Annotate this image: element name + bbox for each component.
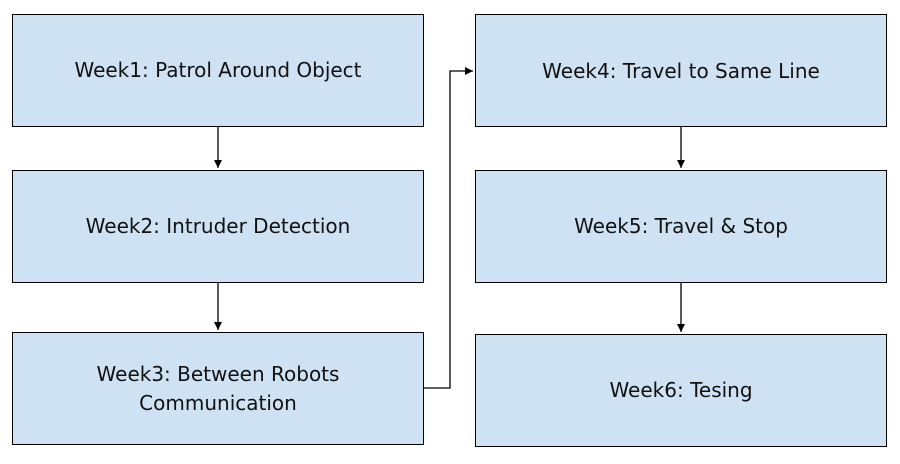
step-box-week5: Week5: Travel & Stop bbox=[475, 170, 887, 283]
step-label-week2: Week2: Intruder Detection bbox=[85, 214, 351, 238]
step-box-week3: Week3: Between Robots Communication bbox=[12, 332, 424, 445]
step-label-week5: Week5: Travel & Stop bbox=[574, 214, 788, 238]
step-box-week1: Week1: Patrol Around Object bbox=[12, 14, 424, 127]
step-label-week6: Week6: Tesing bbox=[609, 378, 753, 402]
arrow-week3-to-week4 bbox=[424, 67, 473, 389]
step-box-week6: Week6: Tesing bbox=[475, 334, 887, 447]
step-label-week3: Week3: Between Robots Communication bbox=[96, 361, 340, 415]
step-box-week4: Week4: Travel to Same Line bbox=[475, 14, 887, 127]
step-box-week2: Week2: Intruder Detection bbox=[12, 170, 424, 283]
step-label-week1: Week1: Patrol Around Object bbox=[74, 58, 362, 82]
step-label-week4: Week4: Travel to Same Line bbox=[542, 59, 820, 83]
